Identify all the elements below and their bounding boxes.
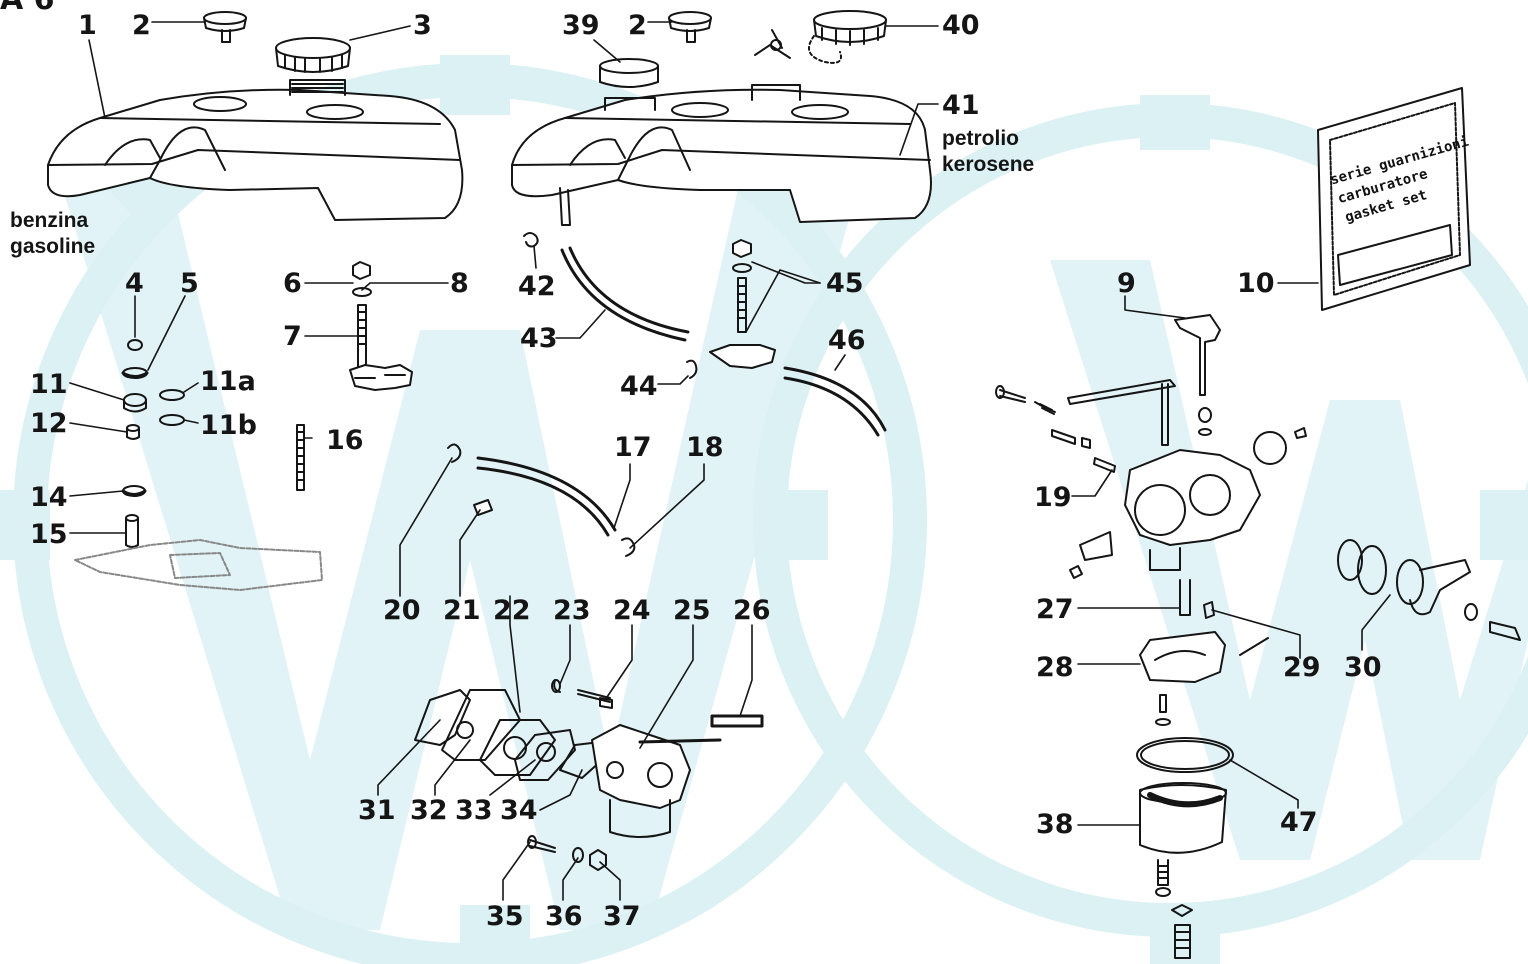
cap-with-chain-40 xyxy=(754,10,887,64)
cap-vent-left xyxy=(203,11,247,43)
part-number-label: 30 xyxy=(1344,652,1382,683)
part-number-label: 11b xyxy=(200,410,257,441)
part-number-label: 16 xyxy=(326,425,364,456)
part-number-label: 22 xyxy=(493,595,531,626)
part-number-label: 34 xyxy=(500,795,538,826)
part-number-label: 42 xyxy=(518,271,556,302)
cap-vent-right xyxy=(668,11,712,43)
note-kerosene-line2: kerosene xyxy=(942,152,1035,176)
part-number-label: 27 xyxy=(1036,594,1074,625)
fuel-valve-kerosene xyxy=(709,239,776,369)
part-number-label: 36 xyxy=(545,901,583,932)
part-number-label: 45 xyxy=(826,268,864,299)
note-kerosene: petrolio kerosene xyxy=(942,126,1034,177)
note-gasoline-line1: benzina xyxy=(10,209,89,232)
part-number-label: 25 xyxy=(673,595,711,626)
leader-lines xyxy=(69,21,1391,901)
fuel-cap-large xyxy=(275,37,351,73)
part-number-label: 35 xyxy=(486,901,524,932)
fuel-valve-gasoline xyxy=(349,261,413,391)
part-number-label: 24 xyxy=(613,595,651,626)
part-number-label: 6 xyxy=(283,268,302,299)
part-number-label: 29 xyxy=(1283,652,1321,683)
part-number-label: 10 xyxy=(1237,268,1275,299)
part-number-label: 39 xyxy=(562,10,600,41)
part-number-label: 46 xyxy=(828,325,866,356)
part-number-label: 33 xyxy=(455,795,493,826)
cap-39 xyxy=(599,58,659,88)
part-number-label: 21 xyxy=(443,595,481,626)
part-number-label: 11 xyxy=(30,369,68,400)
part-number-label: 5 xyxy=(180,268,199,299)
part-number-label: 8 xyxy=(450,268,469,299)
part-number-label: 17 xyxy=(614,432,652,463)
part-number-label: 15 xyxy=(30,519,68,550)
part-number-label: 9 xyxy=(1117,268,1136,299)
part-number-label: 38 xyxy=(1036,809,1074,840)
fuel-tank-gasoline xyxy=(47,79,464,221)
carburetor-assembly-small xyxy=(414,679,764,871)
part-number-label: 44 xyxy=(620,371,658,402)
carburetor-assembly-large xyxy=(995,314,1521,959)
part-number-label: 23 xyxy=(553,595,591,626)
part-number-label: 7 xyxy=(283,321,302,352)
part-number-label: 37 xyxy=(603,901,641,932)
small-parts-left xyxy=(74,339,323,591)
part-number-label: 18 xyxy=(686,432,724,463)
part-number-label: 14 xyxy=(30,482,68,513)
part-number-label: 41 xyxy=(942,90,980,121)
part-number-label: 43 xyxy=(520,323,558,354)
part-number-label: 3 xyxy=(413,10,432,41)
stud-16 xyxy=(296,424,305,491)
part-number-label: 47 xyxy=(1280,807,1318,838)
part-number-label: 19 xyxy=(1034,482,1072,513)
part-number-label: 12 xyxy=(30,408,68,439)
part-number-label: 2 xyxy=(132,10,151,41)
part-number-label: 32 xyxy=(410,795,448,826)
part-number-label: 40 xyxy=(942,10,980,41)
part-number-label: 2 xyxy=(628,10,647,41)
hoses-and-clips xyxy=(447,232,887,557)
part-number-label: 1 xyxy=(78,10,97,41)
part-number-label: 11a xyxy=(200,366,256,397)
note-gasoline: benzina gasoline xyxy=(10,208,95,259)
part-number-label: 20 xyxy=(383,595,421,626)
fuel-tank-kerosene xyxy=(511,84,932,226)
note-gasoline-line2: gasoline xyxy=(10,234,96,258)
part-number-label: 26 xyxy=(733,595,771,626)
part-number-label: 31 xyxy=(358,795,396,826)
part-number-label: 28 xyxy=(1036,652,1074,683)
note-kerosene-line1: petrolio xyxy=(942,127,1019,150)
part-number-label: 4 xyxy=(125,268,144,299)
figure-code: A 6 xyxy=(0,0,55,15)
gasket-set-package xyxy=(1317,87,1471,311)
